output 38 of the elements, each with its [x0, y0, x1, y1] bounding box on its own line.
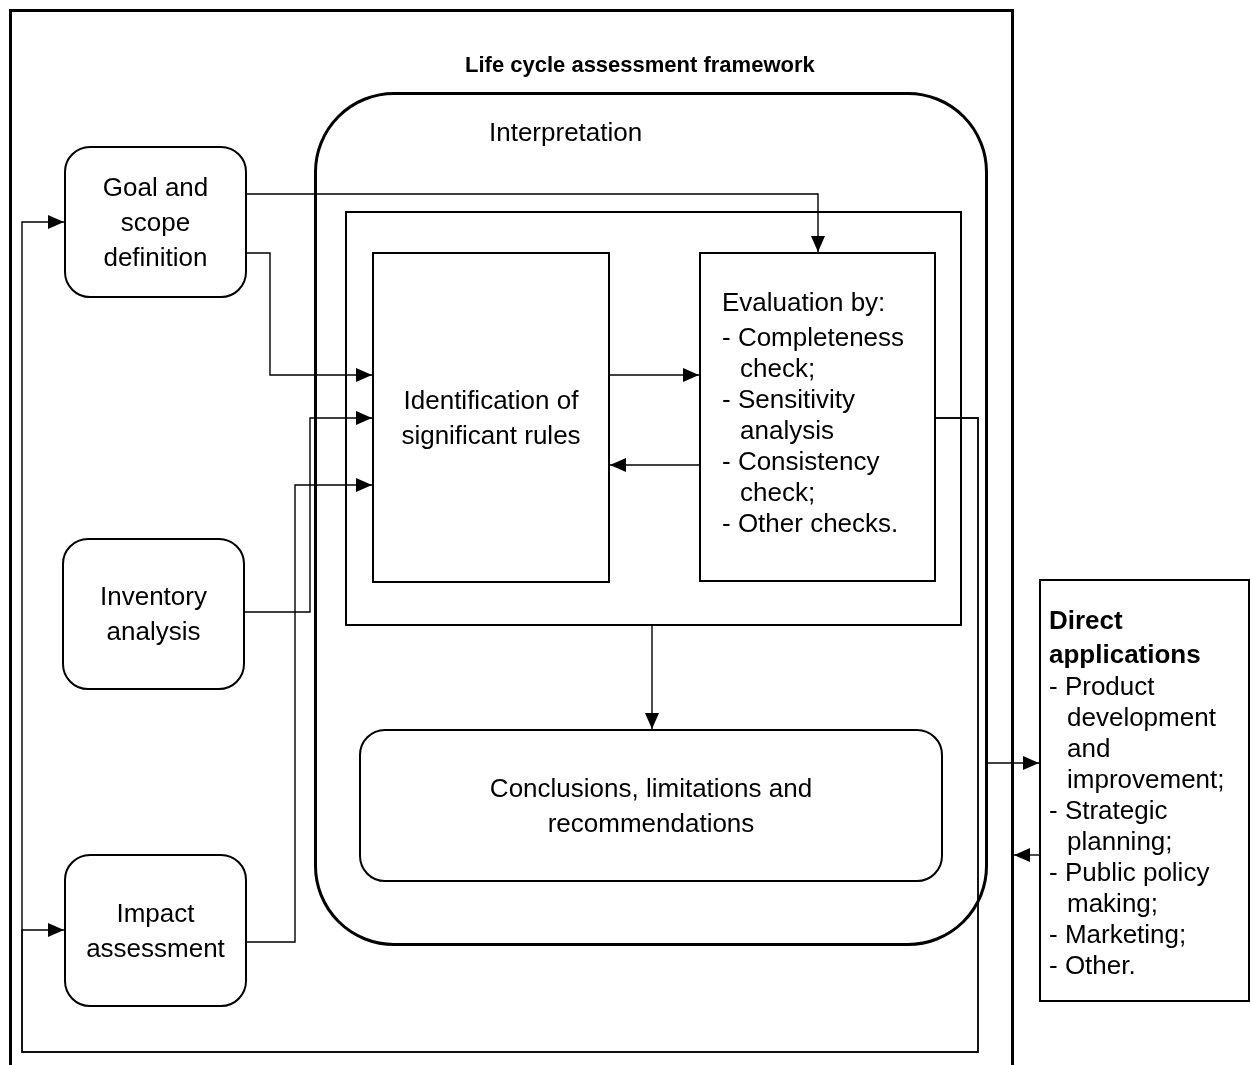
box-text: Goal and scope definition	[101, 170, 210, 274]
process-box	[359, 729, 943, 882]
arrow	[246, 252, 373, 382]
box-text: Conclusions, limitations and recommendations	[488, 771, 814, 840]
process-box	[64, 854, 247, 1007]
group-box	[345, 211, 962, 626]
arrow	[1013, 848, 1040, 862]
list-item: - Completeness check;	[722, 322, 906, 384]
box-heading: Direct applications	[1049, 604, 1202, 671]
process-box	[372, 252, 610, 583]
phase-heading: Interpretation	[489, 116, 643, 149]
applications-box	[1039, 579, 1250, 1002]
arrow	[246, 193, 825, 253]
process-box	[699, 252, 936, 582]
arrow	[246, 478, 373, 943]
list-item: - Other.	[1049, 950, 1137, 981]
process-box	[64, 146, 247, 298]
arrow	[609, 458, 700, 472]
box-text: Inventory analysis	[99, 580, 208, 648]
frame-box	[9, 9, 1014, 1065]
box-heading: Evaluation by:	[722, 287, 887, 318]
list-item: - Consistency check;	[722, 446, 881, 508]
box-text: Impact assessment	[85, 896, 226, 965]
list-item: - Strategic planning;	[1049, 795, 1174, 857]
list-item: - Product development and improvement;	[1049, 671, 1226, 795]
box-text: Identification of significant rules	[400, 383, 582, 452]
arrow	[609, 368, 700, 382]
frame-label: Life cycle assessment framework	[465, 51, 815, 79]
list-item: - Sensitivity analysis	[722, 384, 856, 446]
list-item: - Other checks.	[722, 508, 900, 539]
arrow	[244, 411, 373, 613]
arrow	[987, 756, 1040, 770]
phase-container	[314, 92, 988, 946]
list-item: - Public policy making;	[1049, 857, 1211, 919]
list-item: - Marketing;	[1049, 919, 1188, 950]
arrow	[21, 417, 979, 1053]
process-box	[62, 538, 245, 690]
arrow	[645, 625, 659, 730]
